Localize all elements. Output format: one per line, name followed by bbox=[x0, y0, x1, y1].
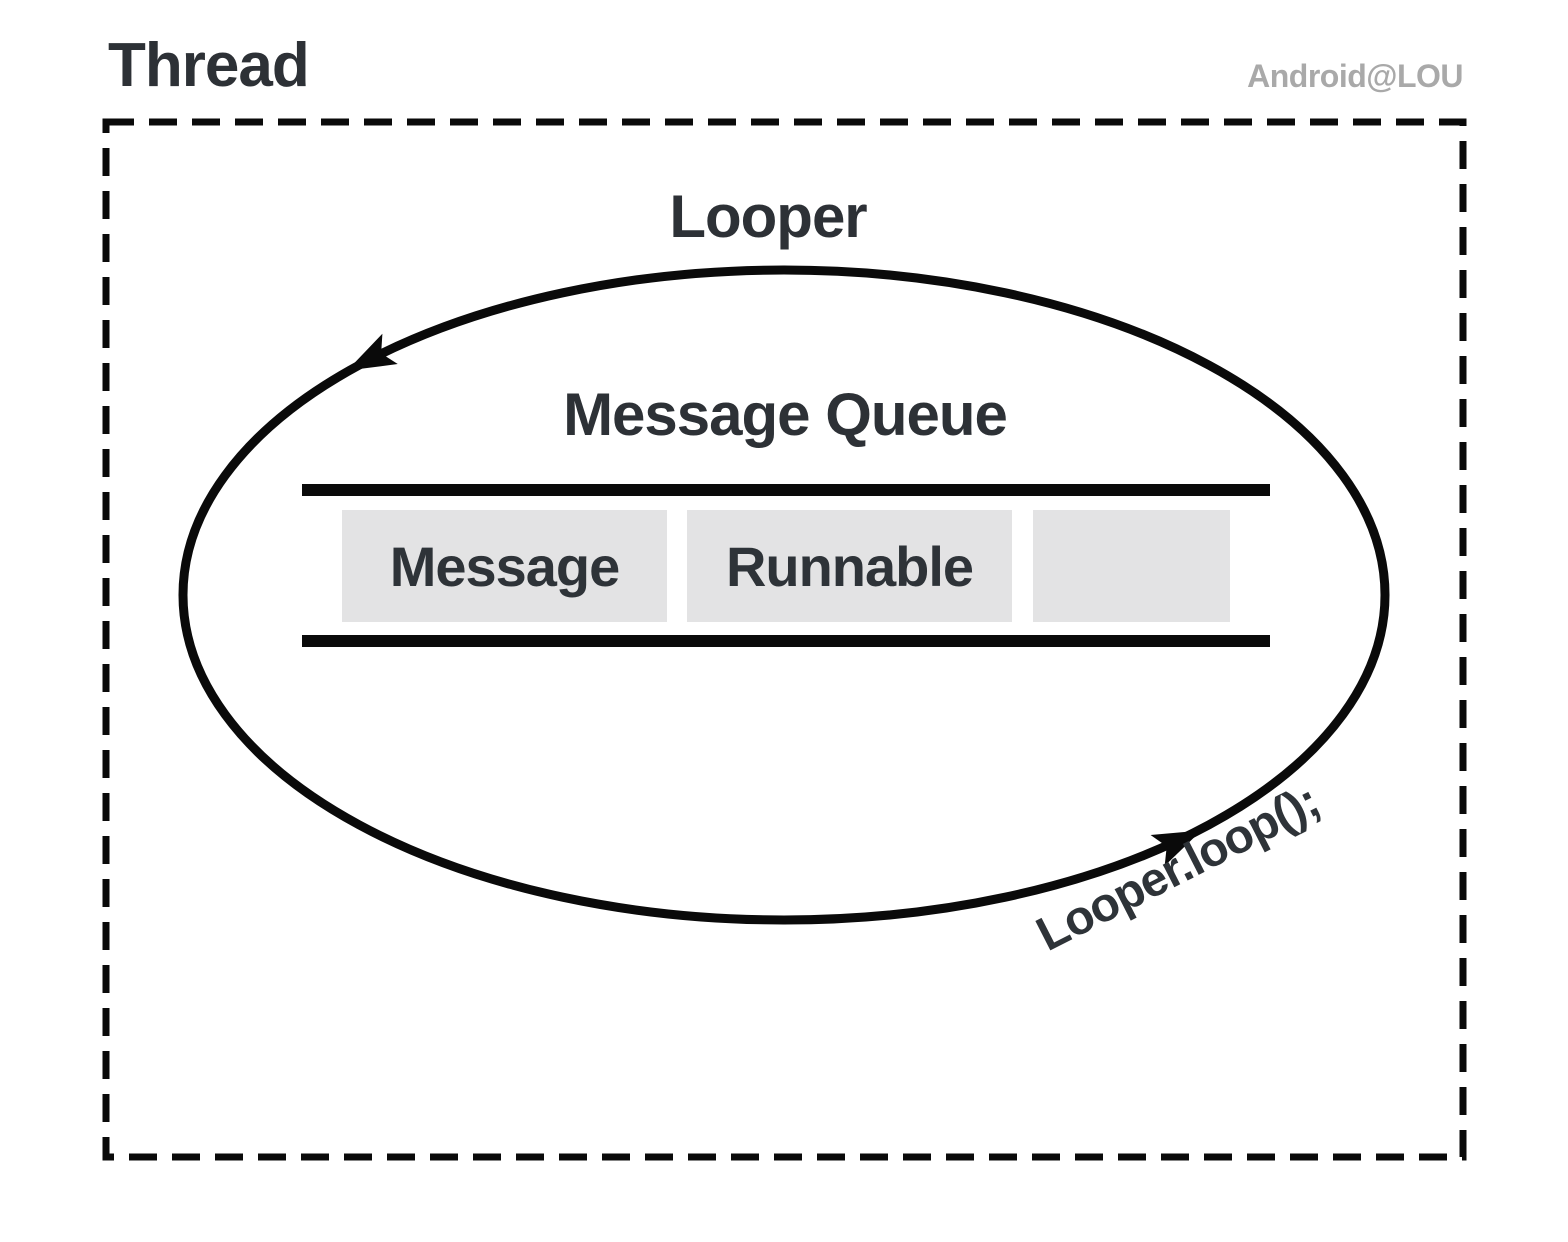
looper-label: Looper bbox=[669, 183, 867, 250]
queue-item-runnable: Runnable bbox=[687, 510, 1012, 622]
queue-item-runnable-label: Runnable bbox=[725, 534, 974, 598]
page-title: Thread bbox=[108, 31, 310, 100]
cycle-arrow-top-left-icon bbox=[347, 333, 398, 371]
queue-item-empty bbox=[1033, 510, 1230, 622]
queue-item-message: Message bbox=[342, 510, 667, 622]
queue-item-message-label: Message bbox=[389, 534, 621, 598]
queue-rail-top bbox=[302, 484, 1270, 496]
thread-boundary-box bbox=[102, 118, 1467, 1161]
watermark-label: Android@LOU bbox=[1247, 58, 1463, 94]
message-queue-title: Message Queue bbox=[563, 381, 1008, 448]
looper-cycle-ellipse bbox=[178, 265, 1390, 925]
queue-rail-bottom bbox=[302, 635, 1270, 647]
cycle-arrow-bottom-right-icon bbox=[1150, 830, 1202, 866]
